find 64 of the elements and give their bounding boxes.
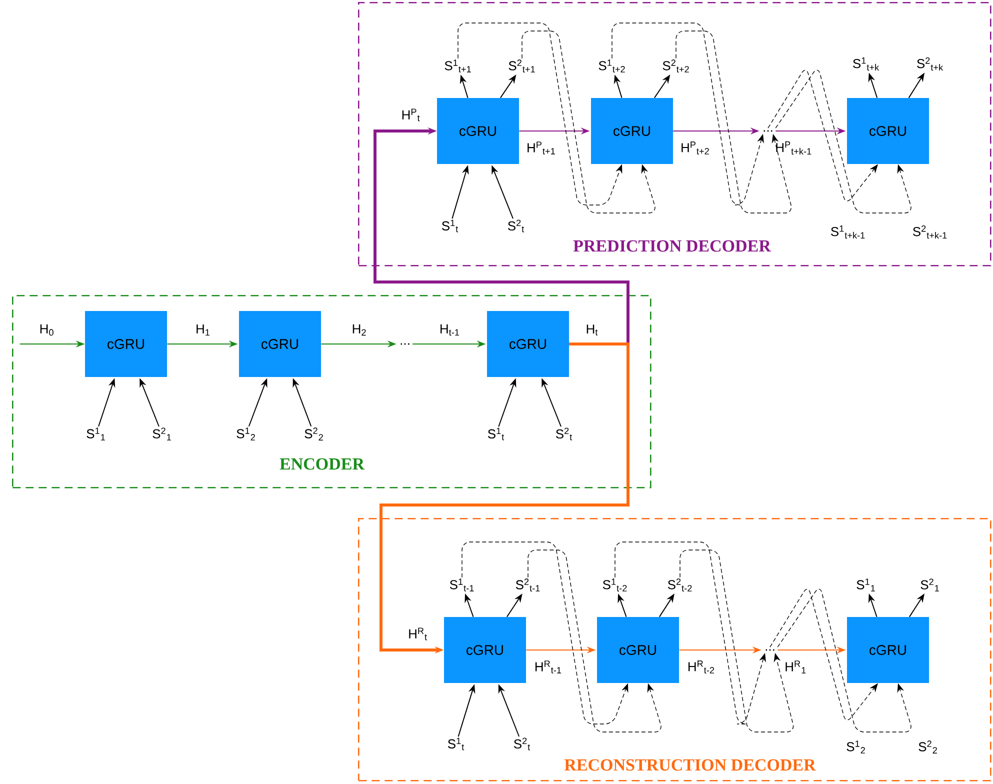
edge-label: H$^{R}$t-2 (688, 660, 714, 674)
arrow (374, 127, 630, 346)
state-label: S$^{2}$t+2 (662, 60, 689, 72)
state-label: S$^{2}$t+k (917, 57, 944, 71)
state-label: S$^{2}$t (514, 738, 530, 750)
cgru-box: cGRU (847, 98, 929, 164)
variable-label: S$^{1}$t+k-1 (831, 225, 865, 239)
edge-label: H$^{R}$t-1 (535, 660, 562, 674)
edge-label: H$_{1}$ (196, 324, 210, 336)
state-label: S$^{1}$1 (856, 578, 875, 592)
cgru-box: cGRU (597, 617, 679, 683)
state-label: S$^{2}$t-2 (668, 578, 692, 592)
cgru-box: cGRU (847, 617, 929, 683)
state-label: S$^{1}$t+k (853, 57, 880, 71)
arrow (680, 550, 794, 732)
variable-label: H$_{t}$ (586, 324, 598, 336)
arrow (522, 30, 656, 214)
state-label: S$^{1}$t-1 (450, 578, 474, 592)
state-label: S$^{1}$2 (236, 428, 255, 440)
state-label: S$^{2}$t-1 (516, 578, 540, 592)
state-label: S$^{1}$t (448, 738, 464, 750)
edge-label: H$^{P}$t+2 (682, 142, 709, 154)
ellipsis: ... (764, 130, 772, 132)
cgru-box: cGRU (85, 311, 167, 377)
state-label: S$^{1}$1 (86, 428, 105, 440)
state-label: S$^{2}$t (556, 428, 572, 440)
edge-label: H$^{P}$t+1 (528, 142, 555, 154)
state-label: S$^{1}$t+1 (444, 60, 471, 72)
cgru-box: cGRU (444, 617, 526, 683)
arrow (768, 70, 878, 202)
arrow (770, 588, 878, 720)
edge-label: H$^{R}$t (409, 628, 427, 640)
state-label: S$^{1}$t+2 (598, 60, 625, 72)
cgru-box: cGRU (591, 98, 673, 164)
state-label: S$^{2}$t+1 (508, 60, 535, 72)
edge-label: H$_{t-1}$ (440, 324, 460, 336)
cgru-box: cGRU (239, 311, 321, 377)
arrow (612, 22, 764, 206)
arrow (614, 542, 766, 724)
cgru-box: cGRU (487, 311, 569, 377)
arrow (458, 22, 622, 206)
cgru-box: cGRU (437, 98, 519, 164)
state-label: S$^{2}$t (508, 220, 524, 232)
edge-label: H$^{R}$1 (786, 660, 806, 674)
edge-label: H$_{2}$ (352, 324, 366, 336)
edge-label: H$^{P}$t (402, 108, 420, 122)
arrow (775, 70, 912, 214)
state-label: S$^{1}$t (442, 220, 458, 232)
state-label: S$^{2}$2 (304, 428, 323, 440)
ellipsis: ... (766, 649, 774, 651)
arrow (462, 542, 628, 724)
arrow (676, 30, 792, 214)
arrow (528, 550, 662, 732)
variable-label: S$^{2}$t+k-1 (913, 225, 947, 239)
variable-label: S$^{1}$2 (846, 740, 865, 754)
ellipsis: ... (400, 343, 410, 345)
edge-label: H$^{P}$t+k-1 (776, 141, 812, 155)
state-label: S$^{1}$t-2 (602, 578, 627, 592)
state-label: S$^{2}$1 (920, 578, 939, 592)
arrow (777, 588, 912, 732)
edge-label: H$_{0}$ (40, 324, 54, 336)
variable-label: S$^{2}$2 (918, 740, 937, 754)
state-label: S$^{2}$1 (152, 428, 171, 440)
state-label: S$^{1}$t (488, 428, 504, 440)
